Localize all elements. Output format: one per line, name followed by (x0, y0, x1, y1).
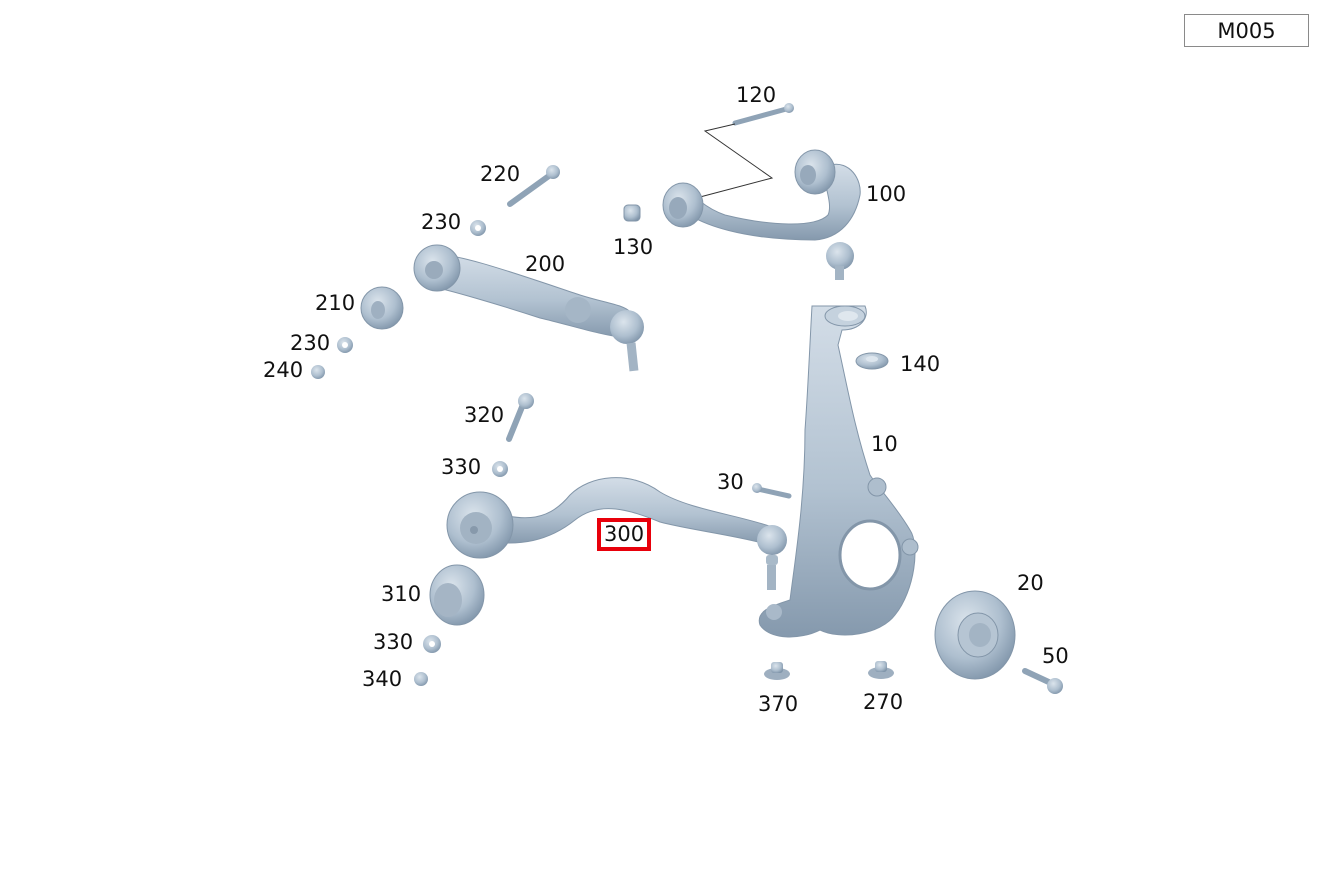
part-20-wheel-hub[interactable] (934, 590, 1016, 680)
part-130-nut[interactable] (623, 204, 641, 222)
part-370-nut[interactable] (764, 662, 790, 680)
callout-340[interactable]: 340 (362, 667, 403, 691)
part-270-nut[interactable] (868, 661, 894, 679)
callout-300-highlighted[interactable]: 300 (596, 518, 652, 551)
callout-270[interactable]: 270 (863, 690, 904, 714)
part-340-nut[interactable] (414, 672, 428, 686)
part-140-washer[interactable] (855, 352, 889, 370)
part-120-bolt[interactable] (732, 103, 794, 126)
callout-210[interactable]: 210 (315, 291, 356, 315)
callout-140[interactable]: 140 (900, 352, 941, 376)
callout-200[interactable]: 200 (525, 252, 566, 276)
part-220-bolt[interactable] (507, 165, 560, 207)
callout-120[interactable]: 120 (736, 83, 777, 107)
part-230-washer-lower[interactable] (337, 337, 353, 353)
sheet-id-badge: M005 (1184, 14, 1309, 47)
callout-320[interactable]: 320 (464, 403, 505, 427)
part-240-nut[interactable] (311, 365, 325, 379)
part-310-bushing[interactable] (429, 564, 485, 626)
callout-310[interactable]: 310 (381, 582, 422, 606)
callout-50[interactable]: 50 (1042, 644, 1069, 668)
part-10-steering-knuckle[interactable] (758, 305, 919, 638)
part-230-washer-upper[interactable] (470, 220, 486, 236)
part-330-washer-lower[interactable] (423, 635, 441, 653)
part-50-bolt[interactable] (1022, 668, 1063, 694)
part-300-lower-control-arm[interactable] (446, 477, 787, 590)
callout-330-lower[interactable]: 330 (373, 630, 414, 654)
callout-220[interactable]: 220 (480, 162, 521, 186)
callout-20[interactable]: 20 (1017, 571, 1044, 595)
part-100-upper-control-arm[interactable] (662, 149, 861, 280)
part-30-bolt[interactable] (752, 483, 792, 499)
callout-30[interactable]: 30 (717, 470, 744, 494)
callout-130[interactable]: 130 (613, 235, 654, 259)
callout-370[interactable]: 370 (758, 692, 799, 716)
part-330-washer-upper[interactable] (492, 461, 508, 477)
callout-230-lower[interactable]: 230 (290, 331, 331, 355)
part-200-tension-strut[interactable] (413, 244, 644, 372)
part-210-bushing[interactable] (360, 286, 404, 330)
callout-100[interactable]: 100 (866, 182, 907, 206)
callout-230-upper[interactable]: 230 (421, 210, 462, 234)
callout-330-upper[interactable]: 330 (441, 455, 482, 479)
callout-240[interactable]: 240 (263, 358, 304, 382)
leader-line-120 (699, 123, 774, 198)
callout-10[interactable]: 10 (871, 432, 898, 456)
part-320-bolt[interactable] (506, 393, 534, 442)
